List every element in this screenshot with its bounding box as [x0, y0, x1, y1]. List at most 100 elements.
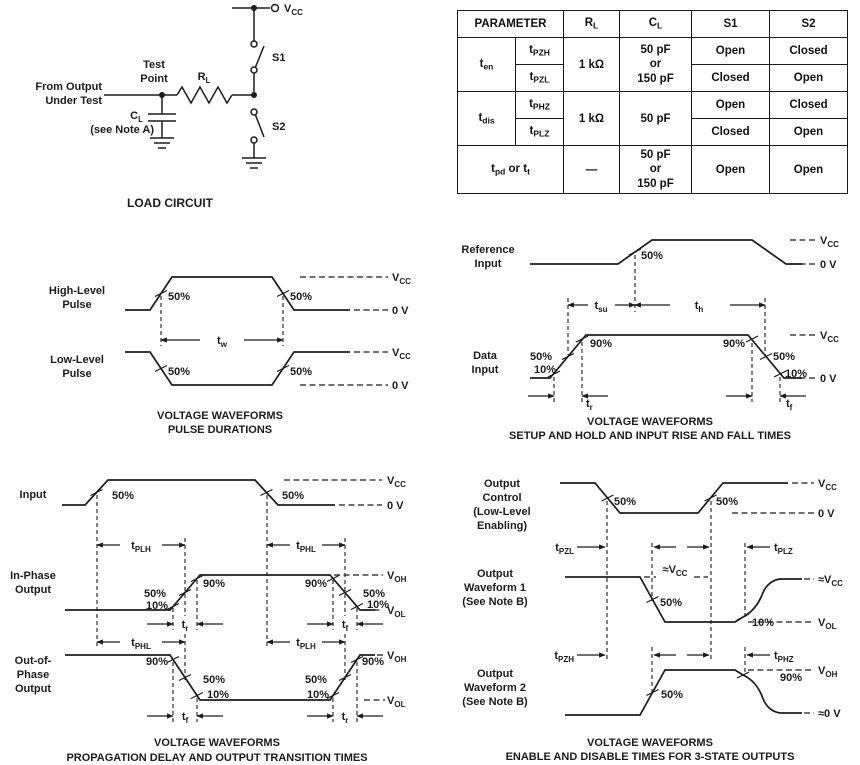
approx-vcc-inline-label: ≈VCC: [663, 564, 688, 578]
test-point-label-line2: Point: [140, 73, 168, 85]
parameter-table: PARAMETER RL CL S1 S2 ten tPZH 1 kΩ 50 p…: [457, 10, 848, 195]
label-50-percent: 50%: [716, 496, 738, 508]
approx-vcc-label: ≈VCC: [818, 574, 843, 588]
measurement-arrows: [577, 544, 770, 658]
label-50-percent: 50%: [661, 689, 683, 701]
cell-s2-tplz: Open: [769, 118, 848, 146]
low-level-pulse-waveform: [125, 351, 388, 386]
cl-label: CL: [130, 110, 143, 124]
capacitor-cl: [148, 98, 176, 138]
tpzh-label: tPZH: [554, 650, 574, 664]
data-input-label-line1: Data: [473, 350, 498, 362]
tplz-label: tPLZ: [774, 542, 793, 556]
tphl-label: tPHL: [296, 540, 316, 554]
waveform1-label-line1: Output: [477, 568, 513, 580]
low-pulse-label-line2: Pulse: [62, 368, 91, 380]
load-circuit-diagram: From Output Under Test Test Point RL CL …: [35, 3, 303, 210]
tphz-label: tPHZ: [774, 650, 794, 664]
param-tpd-tt: tpd or tt: [457, 144, 564, 195]
cell-s1-tpzl: Closed: [691, 64, 770, 92]
load-circuit-wires: [104, 3, 280, 169]
tsu-label: tsu: [594, 300, 607, 314]
cell-rl-tpd: —: [563, 144, 620, 195]
label-90-percent: 90%: [146, 656, 168, 668]
label-50-percent: 50%: [168, 291, 190, 303]
switch-s2: [250, 108, 265, 144]
cell-s2-tpd: Open: [769, 144, 848, 195]
param-tplz: tPLZ: [515, 118, 564, 146]
tr-label: tr: [182, 619, 189, 633]
cell-s1-tplz: Closed: [691, 118, 770, 146]
label-90-percent: 90%: [362, 656, 384, 668]
cell-s1-tpzh: Open: [691, 37, 770, 65]
data-input-label-line2: Input: [472, 364, 499, 376]
tsu-th-measurement: [567, 255, 766, 355]
label-10-percent: 10%: [146, 600, 168, 612]
vcc-label: VCC: [284, 3, 303, 17]
label-10-percent: 10%: [534, 364, 556, 376]
figure-title-line2: SETUP AND HOLD AND INPUT RISE AND FALL T…: [509, 430, 791, 442]
header-s1: S1: [691, 10, 770, 38]
vcc-node: [251, 5, 257, 11]
waveform1-label-line3: (See Note B): [462, 596, 528, 608]
input-label: Input: [20, 489, 47, 501]
header-rl: RL: [563, 10, 620, 38]
measurement-arrows: [96, 542, 383, 719]
figure-title-line1: VOLTAGE WAVEFORMS: [154, 737, 280, 749]
vcc-label: VCC: [818, 478, 837, 492]
pulse-duration-waveforms: High-Level Pulse Low-Level Pulse 50% 50%…: [49, 272, 411, 436]
voh-label: VOH: [387, 650, 407, 664]
out-of-phase-label-line3: Output: [15, 683, 51, 695]
load-circuit-caption: LOAD CIRCUIT: [127, 196, 214, 210]
tf-label: tf: [786, 398, 793, 412]
tr-tf-measurement: [528, 342, 806, 402]
label-90-percent: 90%: [305, 578, 327, 590]
ground-symbol-s2: [242, 157, 266, 169]
waveform1-label-line2: Waveform 1: [464, 582, 526, 594]
low-pulse-label-line1: Low-Level: [50, 354, 104, 366]
vcc-label: VCC: [392, 347, 411, 361]
switch-s1: [250, 40, 265, 74]
vcc-terminal: [270, 3, 280, 13]
label-90-percent: 90%: [203, 578, 225, 590]
vcc-label: VCC: [820, 330, 839, 344]
output-control-label-line1: Output: [484, 478, 520, 490]
tplh-label: tPLH: [296, 637, 316, 651]
tpzl-label: tPZL: [555, 542, 574, 556]
label-50-percent: 50%: [641, 250, 663, 262]
cell-rl-tdis: 1 kΩ: [563, 91, 620, 146]
th-label: th: [695, 300, 704, 314]
label-50-percent: 50%: [112, 490, 134, 502]
voh-label: VOH: [387, 570, 407, 584]
figure-title-line1: VOLTAGE WAVEFORMS: [157, 410, 283, 422]
input-waveform: [62, 479, 382, 506]
cell-s1-tpd: Open: [691, 144, 770, 195]
label-50-percent: 50%: [203, 674, 225, 686]
high-pulse-label-line1: High-Level: [49, 285, 105, 297]
vol-label: VOL: [387, 605, 406, 619]
in-phase-label-line2: Output: [15, 584, 51, 596]
figure-title-line1: VOLTAGE WAVEFORMS: [587, 737, 713, 749]
zero-volt-label: 0 V: [820, 373, 837, 385]
reference-input-label-line2: Input: [475, 258, 502, 270]
out-of-phase-output-waveform: [65, 654, 385, 701]
label-50-percent: 50%: [144, 588, 166, 600]
tphl-label: tPHL: [131, 637, 151, 651]
voh-label: VOH: [818, 665, 838, 679]
enable-disable-waveforms: Output Control (Low-Level Enabling) Outp…: [462, 478, 843, 763]
setup-hold-waveforms: Reference Input Data Input 50% 90% 50% 1…: [461, 235, 839, 442]
vcc-label: VCC: [387, 475, 406, 489]
param-tphz: tPHZ: [515, 91, 564, 119]
from-output-label-line1: From Output: [35, 81, 102, 93]
reference-input-label-line1: Reference: [461, 244, 514, 256]
out-of-phase-label-line2: Phase: [17, 669, 49, 681]
param-tpzl: tPZL: [515, 64, 564, 92]
cell-s2-tpzl: Open: [769, 64, 848, 92]
cell-cl-tpd: 50 pF or 150 pF: [619, 144, 692, 195]
vol-label: VOL: [818, 617, 837, 631]
label-50-percent: 50%: [282, 490, 304, 502]
s1-label: S1: [272, 52, 285, 64]
s2-label: S2: [272, 121, 285, 133]
header-cl: CL: [619, 10, 692, 38]
zero-volt-label: 0 V: [820, 259, 837, 271]
